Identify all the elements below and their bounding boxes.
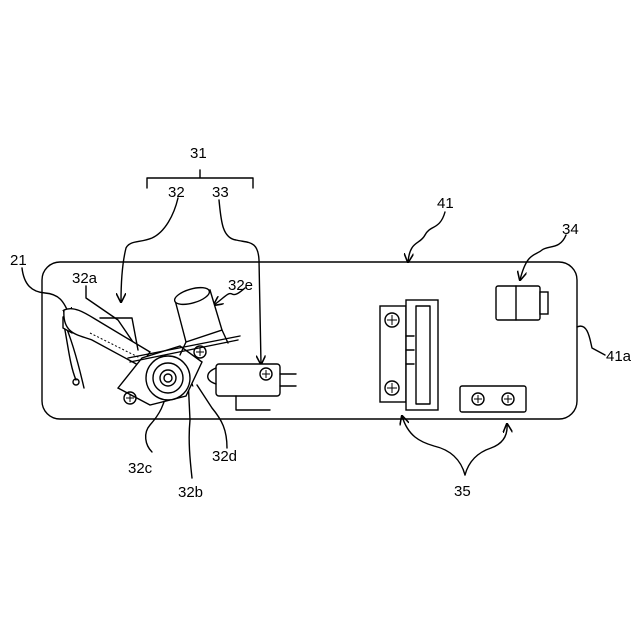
leader-41 (408, 212, 445, 262)
leader-32 (121, 198, 178, 302)
leader-34 (520, 235, 566, 280)
leader-21 (22, 268, 70, 317)
label-32a: 32a (72, 270, 98, 287)
label-32e: 32e (228, 277, 253, 294)
leader-32b (188, 378, 192, 478)
connector-34 (496, 286, 548, 320)
label-31: 31 (190, 145, 207, 162)
label-34: 34 (562, 221, 579, 238)
label-41a: 41a (606, 348, 632, 365)
leader-35 (402, 416, 465, 475)
label-21: 21 (10, 252, 27, 269)
label-32d: 32d (212, 448, 237, 465)
leader-41a (577, 326, 605, 355)
label-32b: 32b (178, 484, 203, 501)
leader-35b (465, 424, 507, 475)
label-35: 35 (454, 483, 471, 500)
label-32c: 32c (128, 460, 153, 477)
label-33: 33 (212, 184, 229, 201)
label-32: 32 (168, 184, 185, 201)
label-41: 41 (437, 195, 454, 212)
micro-switch-33 (208, 364, 296, 410)
group-bracket-31 (147, 170, 253, 188)
